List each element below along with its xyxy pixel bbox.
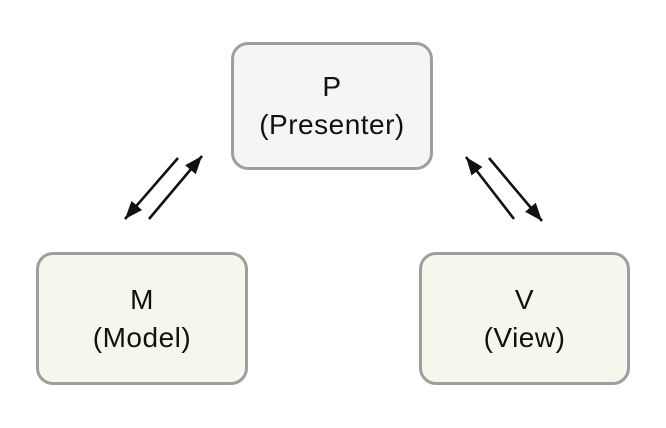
node-presenter: P (Presenter) (231, 42, 433, 170)
arrow-m-to-p (148, 155, 203, 220)
node-view: V (View) (419, 252, 630, 385)
node-view-label: (View) (483, 321, 566, 353)
node-model: M (Model) (36, 252, 248, 385)
node-model-label: (Model) (92, 321, 192, 353)
node-model-abbr: M (130, 283, 154, 315)
node-presenter-label: (Presenter) (259, 109, 405, 140)
arrow-p-to-v (488, 157, 543, 222)
arrow-p-to-m (124, 157, 179, 220)
arrow-v-to-p (464, 156, 516, 220)
node-view-abbr: V (514, 283, 535, 315)
node-presenter-abbr: P (322, 71, 342, 102)
